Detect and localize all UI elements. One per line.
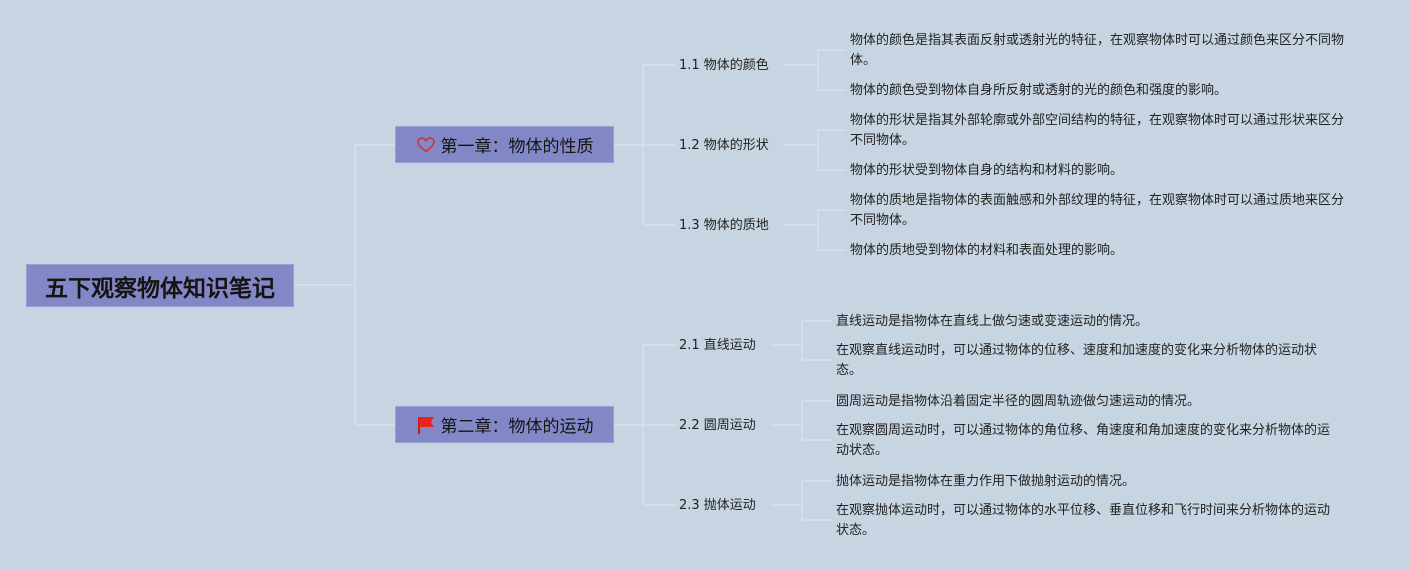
note-node[interactable]: 在观察抛体运动时，可以通过物体的水平位移、垂直位移和飞行时间来分析物体的运动状态… [836,503,1331,538]
section-node[interactable]: 2.2 圆周运动 [679,418,756,433]
section-node[interactable]: 1.3 物体的质地 [679,218,769,233]
chapter-title: 第一章：物体的性质 [440,137,594,157]
note-node[interactable]: 物体的颜色受到物体自身所反射或透射的光的颜色和强度的影响。 [850,83,1228,98]
chapter-node-1[interactable]: 第一章：物体的性质 [395,126,614,163]
section-node[interactable]: 1.1 物体的颜色 [679,58,769,73]
section-node[interactable]: 1.2 物体的形状 [679,138,769,153]
note-node[interactable]: 圆周运动是指物体沿着固定半径的圆周轨迹做匀速运动的情况。 [836,394,1201,409]
root-title: 五下观察物体知识笔记 [45,275,275,302]
note-node[interactable]: 在观察圆周运动时，可以通过物体的角位移、角速度和角加速度的变化来分析物体的运动状… [836,423,1331,458]
note-node[interactable]: 物体的质地是指物体的表面触感和外部纹理的特征，在观察物体时可以通过质地来区分不同… [850,193,1345,228]
note-node[interactable]: 物体的形状是指其外部轮廓或外部空间结构的特征，在观察物体时可以通过形状来区分不同… [850,113,1345,148]
root-node[interactable]: 五下观察物体知识笔记 [26,264,294,307]
heart-icon [416,135,436,155]
note-node[interactable]: 抛体运动是指物体在重力作用下做抛射运动的情况。 [836,474,1136,489]
flag-icon [416,415,436,435]
note-node[interactable]: 物体的颜色是指其表面反射或透射光的特征，在观察物体时可以通过颜色来区分不同物体。 [850,33,1345,68]
note-node[interactable]: 在观察直线运动时，可以通过物体的位移、速度和加速度的变化来分析物体的运动状态。 [836,343,1318,378]
section-node[interactable]: 2.1 直线运动 [679,338,756,353]
section-node[interactable]: 2.3 抛体运动 [679,498,756,513]
note-node[interactable]: 物体的质地受到物体的材料和表面处理的影响。 [850,243,1124,258]
chapter-node-2[interactable]: 第二章：物体的运动 [395,406,614,443]
note-node[interactable]: 直线运动是指物体在直线上做匀速或变速运动的情况。 [836,314,1149,329]
note-node[interactable]: 物体的形状受到物体自身的结构和材料的影响。 [850,163,1124,178]
chapter-title: 第二章：物体的运动 [440,417,594,437]
